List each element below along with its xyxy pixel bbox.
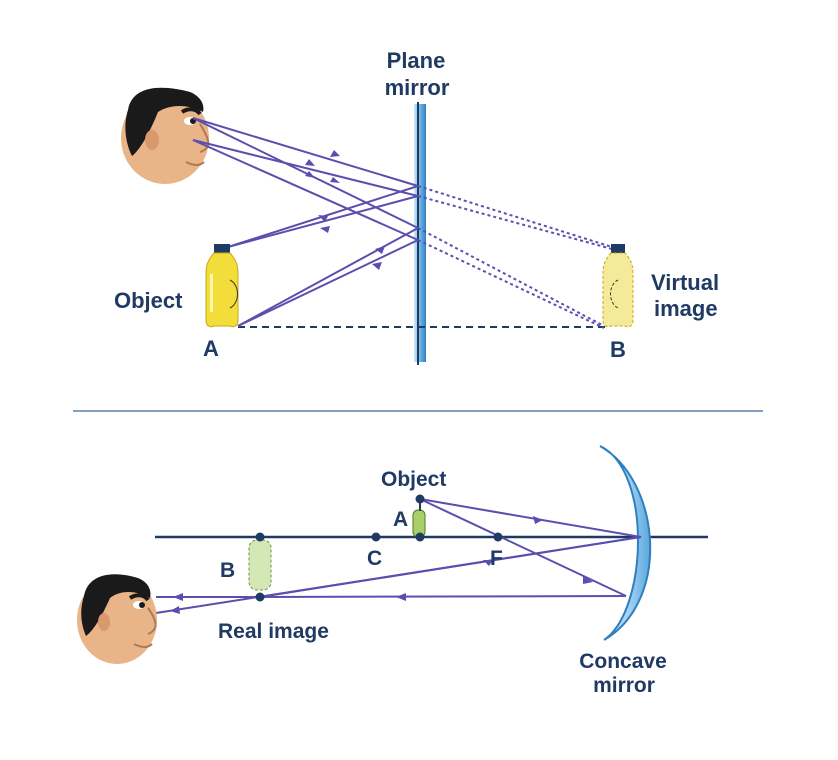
concave-object-label: Object [381, 468, 446, 491]
plane-mirror-label-line1: Plane [387, 48, 446, 73]
plane-mirror-panel: Plane mirror Object Virtual image A B [114, 48, 719, 365]
virtual-image-bottle [602, 244, 634, 328]
point-c-marker [371, 532, 381, 542]
plane-virtual-rays [417, 185, 613, 329]
plane-point-b: B [610, 337, 626, 362]
concave-point-f: F [490, 547, 503, 570]
object-bottle-yellow [205, 244, 239, 328]
plane-mirror-rays [192, 117, 419, 327]
plane-point-a: A [203, 336, 219, 361]
concave-point-b: B [220, 559, 235, 582]
object-bottle-green-small [412, 494, 426, 542]
point-f-marker [493, 532, 503, 542]
virtual-image-label-line2: image [654, 296, 718, 321]
concave-point-c: C [367, 547, 382, 570]
real-image-label: Real image [218, 620, 329, 643]
observer-face-top [121, 87, 210, 184]
concave-mirror [599, 445, 652, 641]
virtual-image-label-line1: Virtual [651, 270, 719, 295]
plane-mirror [414, 102, 426, 365]
plane-object-label: Object [114, 288, 183, 313]
concave-mirror-panel: Object A B C F Real image Concave mirror [77, 445, 708, 697]
plane-mirror-label-line2: mirror [385, 75, 450, 100]
observer-face-bottom [77, 574, 157, 664]
real-image-bottle [248, 532, 272, 602]
plane-ray-arrows [305, 150, 385, 270]
concave-mirror-label-line2: mirror [593, 674, 655, 697]
concave-ray-arrows [170, 516, 593, 614]
concave-point-a: A [393, 508, 408, 531]
concave-mirror-label-line1: Concave [579, 650, 667, 673]
